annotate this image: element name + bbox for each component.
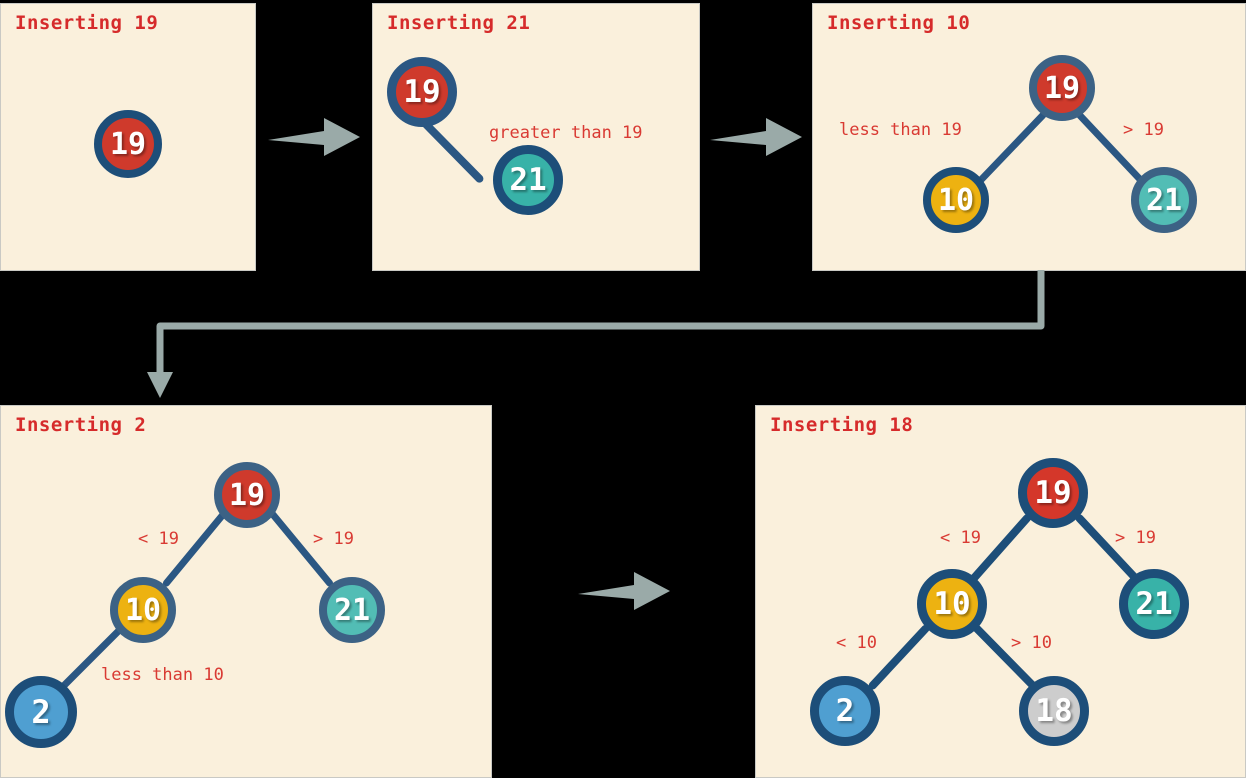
node-2: 2 (810, 676, 880, 746)
node-21: 21 (493, 145, 563, 215)
arrow-panel3-to-panel4 (147, 270, 1045, 398)
page-title: Inserting 21 (387, 12, 531, 34)
node-10: 10 (923, 167, 989, 233)
page-title: Inserting 10 (827, 12, 971, 34)
edge-label-less-than-19: less than 19 (839, 120, 962, 140)
edge-label-greater-19: > 19 (313, 529, 354, 549)
node-19: 19 (1018, 458, 1088, 528)
node-18: 18 (1019, 676, 1089, 746)
node-19: 19 (387, 57, 457, 127)
node-2: 2 (5, 676, 77, 748)
tree-edges (868, 514, 1141, 690)
tree-edges (418, 117, 484, 183)
edge-label-less-10: < 10 (836, 633, 877, 653)
panel-inserting-19: Inserting 19 19 (0, 3, 256, 271)
tree-edges (974, 111, 1147, 187)
edge-label-greater-10: > 10 (1011, 633, 1052, 653)
page-title: Inserting 2 (15, 414, 147, 436)
panel-inserting-18: Inserting 18 19 10 21 2 18 < 19 > 19 < 1… (755, 405, 1246, 778)
tree-edges (59, 510, 334, 690)
edge-label-greater-than-19: greater than 19 (489, 123, 643, 143)
page-title: Inserting 18 (770, 414, 914, 436)
node-19: 19 (94, 110, 162, 178)
edge-label-less-19: < 19 (138, 529, 179, 549)
node-10: 10 (110, 577, 176, 643)
panel-inserting-10: Inserting 10 19 10 21 less than 19 > 19 (812, 3, 1246, 271)
panel-inserting-21: Inserting 21 19 21 greater than 19 (372, 3, 700, 271)
node-21: 21 (1131, 167, 1197, 233)
panel-inserting-2: Inserting 2 19 10 21 2 < 19 > 19 less th… (0, 405, 492, 778)
node-21: 21 (319, 577, 385, 643)
node-19: 19 (1029, 55, 1095, 121)
arrow-panel1-to-panel2 (268, 118, 360, 156)
edge-label-less-19: < 19 (940, 528, 981, 548)
edge-label-less-than-10: less than 10 (101, 665, 224, 685)
node-10: 10 (917, 569, 987, 639)
node-21: 21 (1119, 569, 1189, 639)
edge-label-greater-19: > 19 (1123, 120, 1164, 140)
node-19: 19 (214, 462, 280, 528)
page-title: Inserting 19 (15, 12, 159, 34)
arrow-panel2-to-panel3 (710, 118, 802, 156)
arrow-panel4-to-panel5 (578, 572, 670, 610)
edge-label-greater-19: > 19 (1115, 528, 1156, 548)
